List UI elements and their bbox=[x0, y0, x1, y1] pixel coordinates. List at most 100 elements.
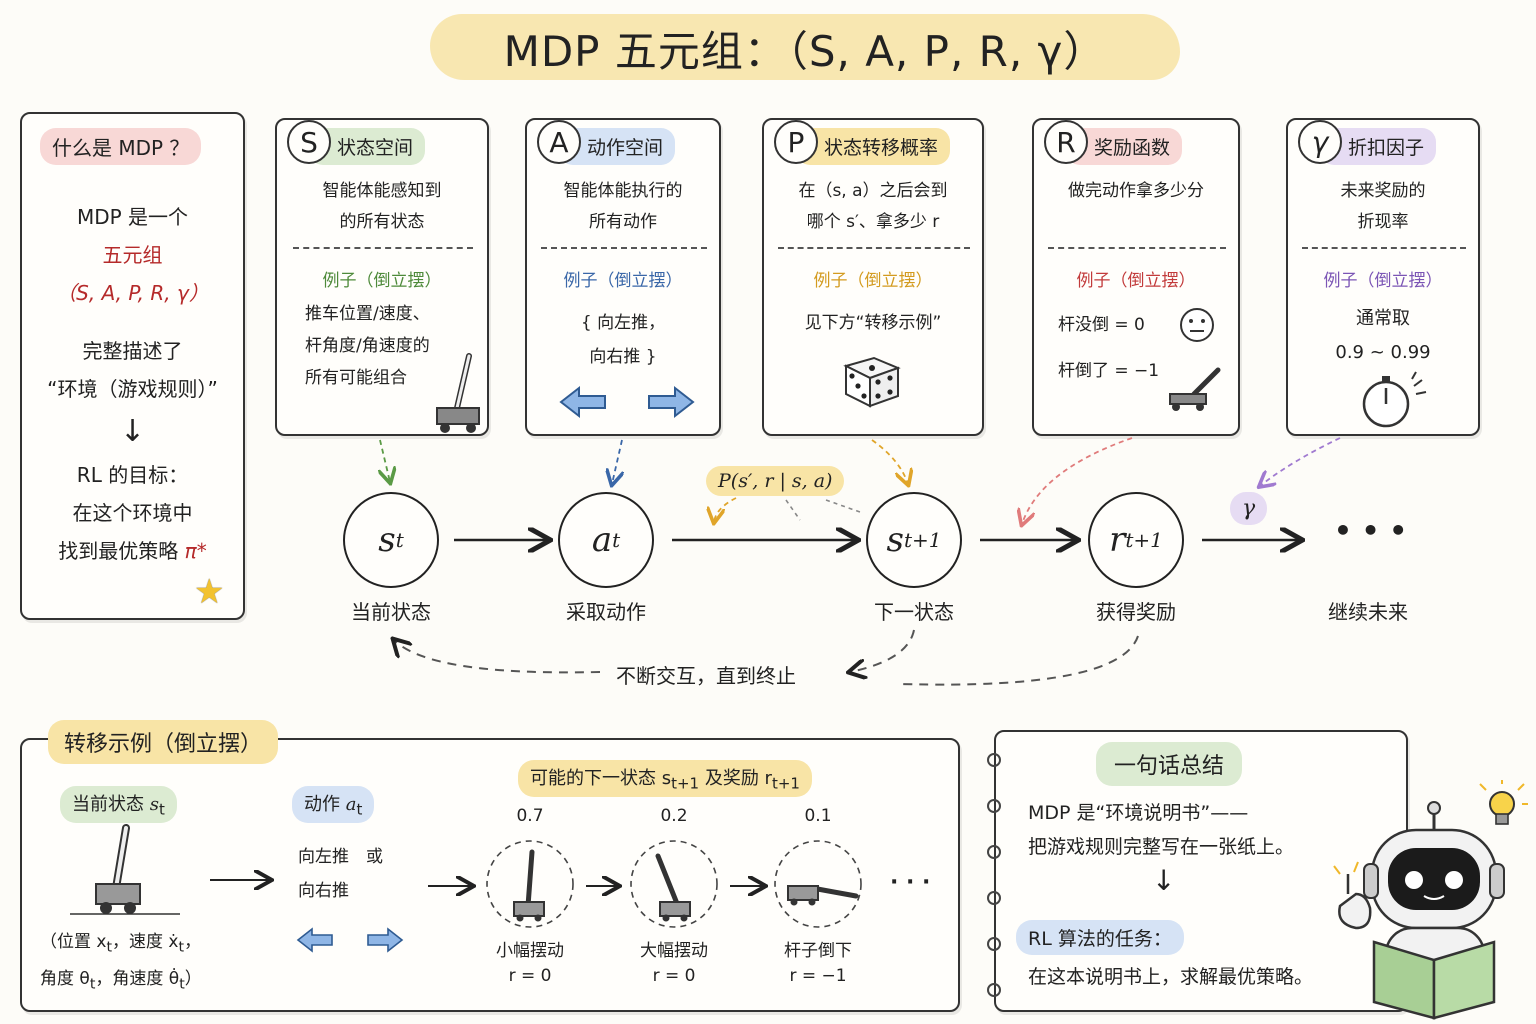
outcome-prob: 0.7 bbox=[516, 806, 544, 826]
outcomes-ellipsis: · · · bbox=[890, 870, 931, 895]
node-label: 当前状态 bbox=[351, 600, 431, 624]
node-future-ellipsis: • • • bbox=[1334, 514, 1408, 547]
card-example: 见下方“转移示例” bbox=[804, 313, 942, 333]
card-example-label: 例子（倒立摆） bbox=[322, 271, 442, 291]
card-reward: 奖励函数 R 做完动作拿多少分 例子（倒立摆） 杆没倒 = 0 杆倒了 = −1 bbox=[1032, 118, 1240, 436]
outcome-name: 杆子倒下 bbox=[784, 941, 852, 961]
card-example-label: 例子（倒立摆） bbox=[1076, 271, 1196, 291]
action-text: 向左推 或 向右推 bbox=[298, 847, 383, 901]
card-example: 杆倒了 = −1 bbox=[1058, 361, 1160, 381]
symbol-s-icon: S bbox=[287, 120, 331, 164]
intro-pi: π* bbox=[184, 539, 207, 563]
card-example: 向右推 } bbox=[589, 347, 657, 367]
card-transition-prob: 状态转移概率 P 在（s, a）之后会到 哪个 s′、拿多少 r 例子（倒立摆）… bbox=[762, 118, 984, 436]
neutral-face-icon bbox=[1180, 308, 1214, 342]
card-title: 状态空间 bbox=[309, 128, 426, 165]
outcome-prob: 0.1 bbox=[804, 806, 832, 826]
intro-line1: MDP 是一个 bbox=[76, 205, 189, 229]
cart-pole-icon bbox=[436, 353, 480, 433]
symbol-p-icon: P bbox=[774, 120, 818, 164]
page-title: MDP 五元组：（S, A, P, R, γ） bbox=[503, 27, 1107, 76]
outcome-reward: r = 0 bbox=[508, 966, 552, 986]
card-action-space: 动作空间 A 智能体能执行的 所有动作 例子（倒立摆） { 向左推， 向右推 } bbox=[525, 118, 721, 436]
fallen-cart-pole-icon bbox=[1169, 367, 1221, 411]
card-title: 状态转移概率 bbox=[796, 128, 951, 165]
lightbulb-icon bbox=[1479, 780, 1528, 825]
card-desc: 哪个 s′、拿多少 r bbox=[806, 212, 940, 232]
symbol-r-icon: R bbox=[1044, 120, 1088, 164]
outcome-name: 大幅摆动 bbox=[640, 941, 708, 961]
card-desc: 在（s, a）之后会到 bbox=[798, 181, 948, 201]
transition-prob-label: P(s′, r | s, a) bbox=[706, 466, 845, 496]
robot-mascot-icon bbox=[1333, 801, 1505, 1020]
summary-line1: MDP 是“环境说明书”—— bbox=[1028, 802, 1249, 824]
node-label: 下一状态 bbox=[874, 600, 954, 624]
card-example: 杆角度/角速度的 bbox=[305, 336, 430, 356]
intro-line7: 在这个环境中 bbox=[72, 501, 193, 525]
small-swing-icon bbox=[486, 840, 574, 928]
dice-icon bbox=[843, 356, 901, 408]
star-icon: ★ bbox=[194, 572, 225, 612]
action-label: 动作 at bbox=[292, 786, 375, 823]
card-example: 杆没倒 = 0 bbox=[1058, 315, 1145, 335]
notebook-rings-icon bbox=[987, 753, 1001, 997]
node-label: 获得奖励 bbox=[1096, 600, 1176, 624]
stopwatch-icon bbox=[1362, 371, 1427, 428]
cart-pole-upright-icon bbox=[70, 824, 180, 915]
title-highlight bbox=[430, 14, 1180, 80]
card-example: 推车位置/速度、 bbox=[305, 304, 430, 324]
card-example: 所有可能组合 bbox=[305, 368, 407, 388]
intro-line5: “环境（游戏规则）” bbox=[47, 377, 218, 401]
node-label: 采取动作 bbox=[566, 600, 646, 624]
outcome-reward: r = 0 bbox=[652, 966, 696, 986]
intro-tuple-symbols: （S, A, P, R, γ） bbox=[56, 281, 209, 305]
intro-arrow: ↓ bbox=[119, 414, 146, 449]
symbol-a-icon: A bbox=[537, 120, 581, 164]
summary-line3: RL 算法的任务： bbox=[1016, 920, 1184, 955]
card-desc: 未来奖励的 bbox=[1340, 181, 1426, 201]
summary-heading: 一句话总结 bbox=[1096, 742, 1243, 786]
card-example-label: 例子（倒立摆） bbox=[1323, 271, 1443, 291]
card-desc: 智能体能感知到 bbox=[322, 181, 442, 201]
outcome-name: 小幅摆动 bbox=[496, 941, 564, 961]
card-example: { 向左推， bbox=[580, 313, 666, 333]
card-discount: 折扣因子 γ 未来奖励的 折现率 例子（倒立摆） 通常取 0.9 ~ 0.99 bbox=[1286, 118, 1480, 436]
left-right-arrows-icon bbox=[559, 385, 695, 419]
summary-line2: 把游戏规则完整写在一张纸上。 bbox=[1028, 836, 1295, 858]
intro-heading: 什么是 MDP ？ bbox=[40, 128, 202, 165]
card-desc: 折现率 bbox=[1357, 212, 1409, 232]
intro-line4: 完整描述了 bbox=[82, 339, 183, 363]
transition-heading: 转移示例（倒立摆） bbox=[48, 720, 279, 764]
summary-arrow: ↓ bbox=[1152, 864, 1176, 897]
card-example: 通常取 bbox=[1356, 308, 1410, 329]
large-swing-icon bbox=[630, 840, 718, 928]
summary-line4: 在这本说明书上，求解最优策略。 bbox=[1028, 966, 1314, 988]
outcome-prob: 0.2 bbox=[660, 806, 688, 826]
current-state-desc: （位置 xt，速度 ẋt， 角度 θt，角速度 θ̇t） bbox=[40, 932, 202, 993]
node-label: 继续未来 bbox=[1328, 600, 1408, 624]
card-example-label: 例子（倒立摆） bbox=[563, 271, 683, 291]
card-desc: 智能体能执行的 bbox=[563, 181, 683, 201]
outcome-reward: r = −1 bbox=[789, 966, 847, 986]
symbol-gamma-icon: γ bbox=[1298, 120, 1342, 164]
intro-line8: 找到最优策略 bbox=[58, 539, 179, 563]
gamma-label: γ bbox=[1230, 492, 1268, 525]
outcomes-heading: 可能的下一状态 st+1 及奖励 rt+1 bbox=[518, 760, 812, 797]
intro-five-tuple: 五元组 bbox=[102, 243, 163, 267]
flow-connectors bbox=[0, 437, 1341, 686]
panel-arrows bbox=[210, 860, 920, 900]
pole-fallen-icon bbox=[774, 840, 862, 928]
card-state-space: 状态空间 S 智能体能感知到 的所有状态 例子（倒立摆） 推车位置/速度、 杆角… bbox=[275, 118, 489, 436]
card-desc: 的所有状态 bbox=[339, 212, 425, 232]
loop-label: 不断交互，直到终止 bbox=[612, 660, 800, 689]
card-desc: 所有动作 bbox=[589, 212, 657, 232]
current-state-label: 当前状态 st bbox=[60, 786, 177, 823]
card-desc: 做完动作拿多少分 bbox=[1068, 181, 1204, 201]
intro-line6: RL 的目标： bbox=[76, 463, 189, 487]
card-example: 0.9 ~ 0.99 bbox=[1335, 342, 1431, 363]
action-arrows-icon bbox=[296, 927, 404, 953]
